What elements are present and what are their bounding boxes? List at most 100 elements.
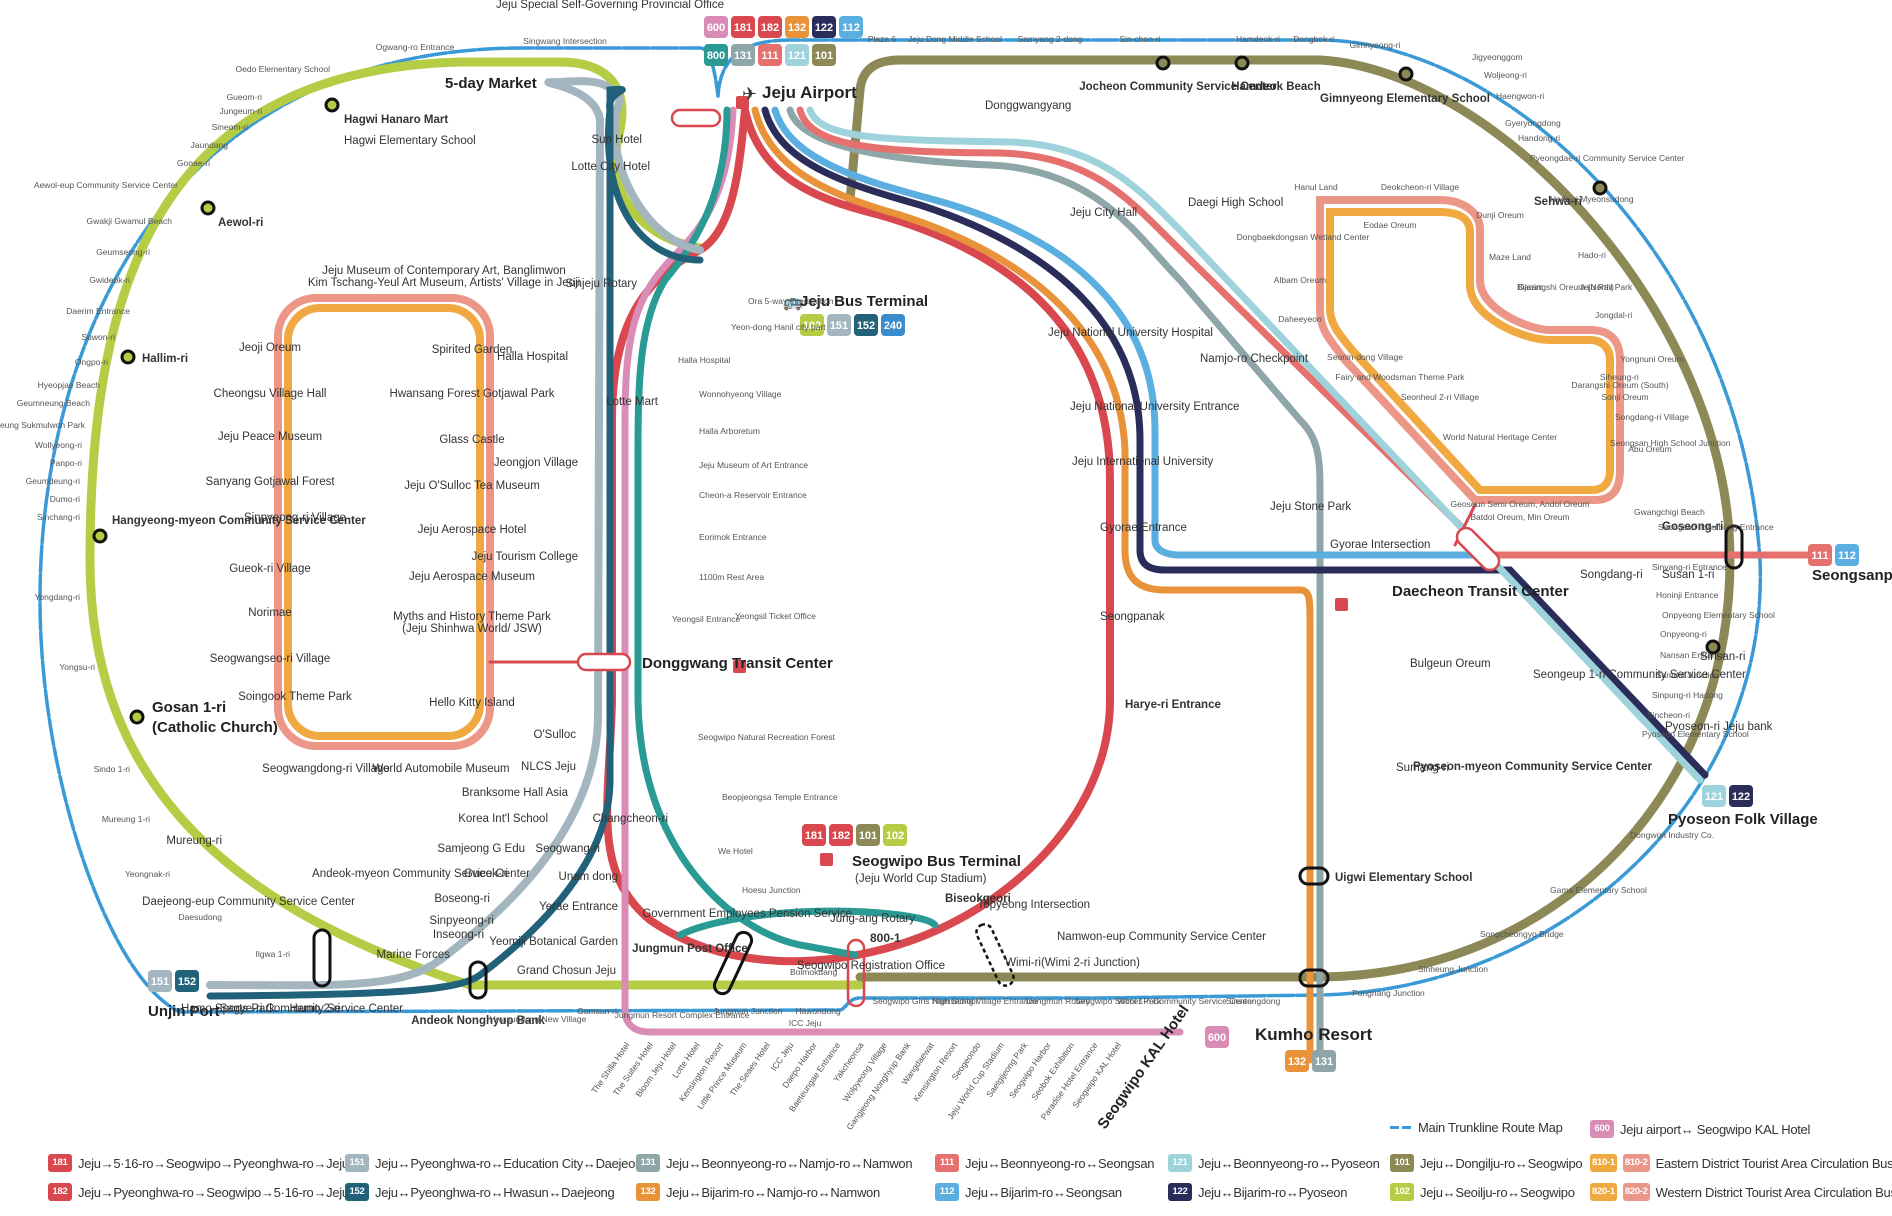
stop-label: Panpo-ri bbox=[50, 458, 82, 468]
stop-label: Hamo 2-ri bbox=[290, 1003, 340, 1015]
legend-badge: 101 bbox=[1390, 1154, 1414, 1172]
legend-text: Jeju↔Seoilju-ro↔Seogwipo bbox=[1420, 1184, 1575, 1200]
stop-label: Hoesu Junction bbox=[742, 885, 801, 895]
stop-label: Jungeum-ri bbox=[219, 106, 262, 116]
stop-label: Lotte Mart bbox=[606, 396, 659, 408]
stop-label: Bulgeun Oreum bbox=[1410, 658, 1491, 670]
stop-label: Sagye-ri Community Service Center bbox=[220, 1003, 404, 1015]
legend-badge: 131 bbox=[636, 1154, 660, 1172]
stop-label: Daesudong bbox=[179, 912, 223, 922]
label-jocheon: Jocheon Community Service Center bbox=[1079, 81, 1277, 93]
stop-label: Cheon-a Reservoir Entrance bbox=[699, 490, 807, 500]
svg-text:600: 600 bbox=[707, 22, 725, 34]
label-biseokgeori: Biseokgeori bbox=[945, 893, 1011, 905]
major-stop-uigwi bbox=[1298, 866, 1330, 886]
stop-label: Jeongjon Village bbox=[494, 457, 578, 469]
label-hallim: Hallim-ri bbox=[142, 353, 188, 365]
trunk-line-swatch bbox=[1390, 1126, 1412, 1129]
major-stop-sehwa bbox=[1592, 180, 1608, 196]
route-badge-600: 600 bbox=[704, 16, 728, 38]
stop-label: Seonheul 2-ri Village bbox=[1401, 392, 1480, 402]
route-badge-132: 132 bbox=[785, 16, 809, 38]
svg-text:121: 121 bbox=[788, 50, 806, 62]
stop-label: Yeongnak-ri bbox=[125, 869, 170, 879]
stop-label: Onpyeong Elementary School bbox=[1662, 610, 1775, 620]
stop-label: Jeju International University bbox=[1072, 456, 1214, 468]
stop-label: Sineom-ri bbox=[212, 122, 248, 132]
stop-label: Woljeong-ri bbox=[1484, 70, 1527, 80]
stop-label: Halla Arboretum bbox=[699, 426, 760, 436]
svg-text:101: 101 bbox=[815, 50, 833, 62]
stop-label: Sumang-ri bbox=[1396, 762, 1449, 774]
airport-transfer-box bbox=[670, 108, 722, 128]
stop-label: Gimnyeong-ri bbox=[1349, 40, 1400, 50]
stop-label: Samyang 2-dong bbox=[1018, 34, 1083, 44]
label-gosan-1: Gosan 1-ri bbox=[152, 699, 226, 716]
seogwipo-terminal-sub: (Jeju World Cup Stadium) bbox=[855, 873, 987, 885]
major-stop-aewol bbox=[200, 200, 216, 216]
stop-label: Sinsan-ri bbox=[1700, 651, 1745, 663]
svg-text:151: 151 bbox=[830, 320, 848, 332]
daecheon-transfer-box bbox=[1455, 526, 1501, 572]
route-badge-151: 151 bbox=[148, 970, 172, 992]
legend-badge: 151 bbox=[345, 1154, 369, 1172]
donggwang-label: Donggwang Transit Center bbox=[642, 655, 833, 672]
stop-label: Yeon-dong Hanil city part bbox=[731, 322, 826, 332]
stop-label: Deokcheon-ri Village bbox=[1381, 182, 1460, 192]
label-hamdeok: Hamdeok Beach bbox=[1231, 81, 1320, 93]
stop-label: Seogwipo Registration Office bbox=[797, 960, 945, 972]
stop-label: Songcheongyo Bridge bbox=[1480, 929, 1564, 939]
major-stop-hamdeok bbox=[1234, 55, 1250, 71]
label-uigwi: Uigwi Elementary School bbox=[1335, 872, 1472, 884]
route-132-line bbox=[751, 106, 1314, 1064]
stop-label: Gonae-ri bbox=[177, 158, 210, 168]
stop-label: Bijarim bbox=[1517, 282, 1543, 292]
stop-label: Myths and History Theme Park bbox=[393, 611, 551, 623]
seongsanpo-label: Seongsanpo Harbor bbox=[1812, 567, 1892, 584]
stop-label: Donggwangyang bbox=[985, 100, 1071, 112]
stop-label: Seongpanak bbox=[1100, 611, 1165, 623]
major-stop-jungmun bbox=[712, 930, 754, 996]
stop-label: Gyorae Intersection bbox=[1330, 539, 1430, 551]
stop-label: World Automobile Museum bbox=[372, 763, 509, 775]
legend-text: Eastern District Tourist Area Circulatio… bbox=[1655, 1155, 1892, 1171]
stop-label: Pyoseon Elementary School bbox=[1642, 729, 1749, 739]
stop-label: Yongsu-ri bbox=[59, 662, 95, 672]
stop-label: Gueom-ri bbox=[227, 92, 263, 102]
legend-text: Jeju↔Beonnyeong-ro↔Pyoseon bbox=[1198, 1155, 1380, 1171]
stop-label: Sinjeju Rotary bbox=[565, 278, 637, 290]
route-badge-112: 112 bbox=[839, 16, 863, 38]
route-111-line bbox=[796, 106, 1814, 559]
stop-label: Ilgwa 1-ri bbox=[256, 949, 291, 959]
route-badge-132: 132 bbox=[1285, 1050, 1309, 1072]
stop-label: Changcheon-ri bbox=[593, 813, 668, 825]
label-andeok: Andeok Nonghyup Bank bbox=[411, 1015, 545, 1027]
svg-text:132: 132 bbox=[1288, 1056, 1306, 1068]
route-badge-182: 182 bbox=[758, 16, 782, 38]
legend-badge: 600 bbox=[1590, 1120, 1614, 1138]
stop-label: Suwon-ri bbox=[81, 332, 115, 342]
stop-label: (Jeju Shinhwa World/ JSW) bbox=[402, 623, 542, 635]
svg-text:181: 181 bbox=[805, 830, 823, 842]
east-tour-outer-loop bbox=[1316, 196, 1624, 504]
seogwipo-transfer-icon bbox=[820, 853, 833, 866]
bus-terminal-label: Jeju Bus Terminal bbox=[800, 293, 928, 310]
stop-label: Yerae Entrance bbox=[539, 901, 618, 913]
stop-label: Wimi-ri(Wimi 2-ri Junction) bbox=[1005, 957, 1140, 969]
svg-text:800: 800 bbox=[707, 50, 725, 62]
stop-label: Eodae Oreum bbox=[1364, 220, 1417, 230]
provincial-office-label: Jeju Special Self-Governing Provincial O… bbox=[496, 0, 724, 11]
route-102-line bbox=[85, 57, 865, 990]
legend-trunk-label: Main Trunkline Route Map bbox=[1418, 1120, 1563, 1135]
